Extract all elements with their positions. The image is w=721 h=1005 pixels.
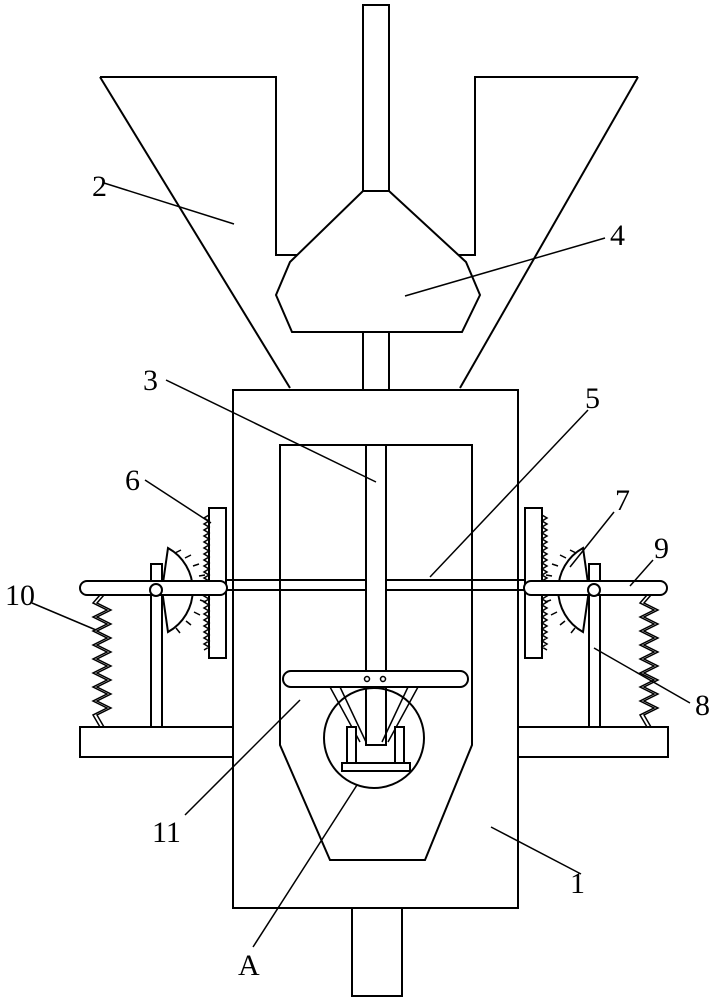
hopper [99, 76, 639, 389]
left-spring [91, 594, 109, 728]
top-shaft [362, 4, 390, 192]
left-post [150, 563, 163, 728]
label-1: 1 [570, 867, 585, 900]
inner-rod [365, 444, 387, 746]
leader-lines [31, 182, 691, 948]
inner-chamber [279, 444, 473, 861]
label-6: 6 [125, 464, 140, 497]
detail-circle-a [323, 687, 425, 789]
right-spring [638, 594, 656, 728]
label-5: 5 [585, 382, 600, 415]
right-mechanism [517, 507, 669, 758]
label-11: 11 [152, 816, 181, 849]
label-4: 4 [610, 219, 625, 252]
label-9: 9 [654, 532, 669, 565]
label-a: A [238, 949, 260, 982]
left-support-plate [79, 726, 234, 758]
spreader-cone [274, 190, 482, 333]
label-8: 8 [695, 689, 710, 722]
label-7: 7 [615, 484, 630, 517]
label-10: 10 [5, 579, 35, 612]
left-mechanism [79, 507, 234, 758]
pin-right [379, 675, 387, 683]
right-support-plate [517, 726, 669, 758]
right-pivot [587, 583, 601, 597]
pin-left [363, 675, 371, 683]
label-2: 2 [92, 170, 107, 203]
right-post [588, 563, 601, 728]
detail-a-internals [329, 686, 419, 772]
middle-shaft [362, 331, 390, 391]
outlet-pipe [351, 907, 403, 997]
label-3: 3 [143, 364, 158, 397]
left-pivot [149, 583, 163, 597]
cross-bar [282, 670, 469, 688]
